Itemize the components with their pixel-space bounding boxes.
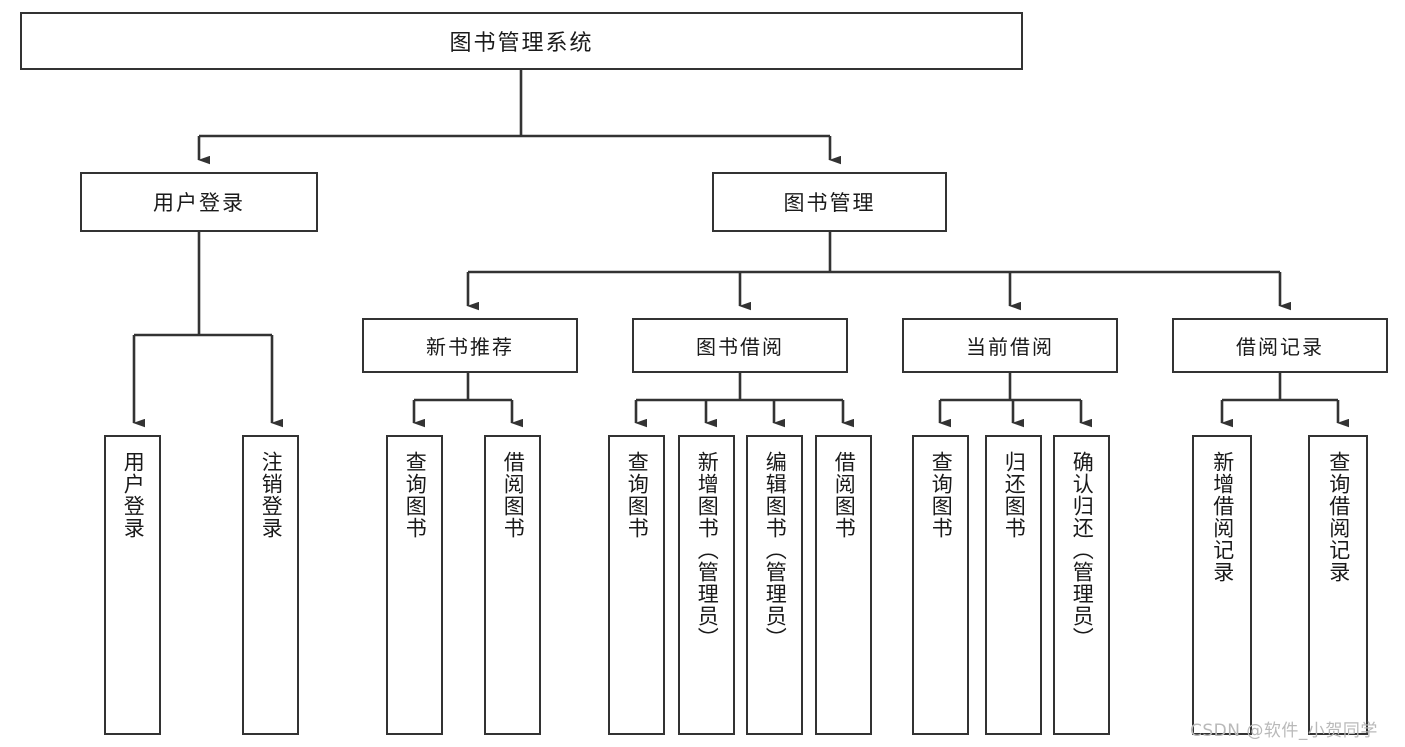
edges-userlogin-to-leaves <box>132 232 283 428</box>
node-user-login-label: 用户登录 <box>153 191 245 215</box>
node-leaf-borrow-book-1[interactable]: 借阅图书 <box>484 435 541 735</box>
node-leaf-user-logout[interactable]: 注销登录 <box>242 435 299 735</box>
node-new-book-recommend[interactable]: 新书推荐 <box>362 318 578 373</box>
node-leaf-query-book-1-label: 查询图书 <box>403 451 428 539</box>
node-user-login[interactable]: 用户登录 <box>80 172 318 232</box>
node-leaf-add-record[interactable]: 新增借阅记录 <box>1192 435 1252 735</box>
node-leaf-user-login-label: 用户登录 <box>121 451 146 539</box>
node-leaf-borrow-book-1-label: 借阅图书 <box>501 451 526 539</box>
node-current-borrow[interactable]: 当前借阅 <box>902 318 1118 373</box>
node-borrow-record[interactable]: 借阅记录 <box>1172 318 1388 373</box>
node-current-borrow-label: 当前借阅 <box>966 335 1054 359</box>
node-leaf-add-book[interactable]: 新增图书（管理员） <box>678 435 735 735</box>
node-leaf-confirm-return-label: 确认归还（管理员） <box>1070 451 1095 649</box>
node-root-label: 图书管理系统 <box>449 31 594 56</box>
node-leaf-query-book-2[interactable]: 查询图书 <box>608 435 665 735</box>
node-book-borrow[interactable]: 图书借阅 <box>632 318 848 373</box>
node-new-book-recommend-label: 新书推荐 <box>426 335 514 359</box>
node-leaf-add-book-label: 新增图书（管理员） <box>695 451 720 649</box>
edges-root-to-level2 <box>197 70 841 165</box>
node-leaf-user-login[interactable]: 用户登录 <box>104 435 161 735</box>
node-root[interactable]: 图书管理系统 <box>20 12 1023 70</box>
edges-bookmgmt-to-level3 <box>466 232 1291 311</box>
edges-currentborrow-to-leaves <box>938 373 1092 428</box>
node-book-borrow-label: 图书借阅 <box>696 335 784 359</box>
node-leaf-add-record-label: 新增借阅记录 <box>1210 451 1235 583</box>
node-leaf-edit-book-label: 编辑图书（管理员） <box>763 451 788 649</box>
node-leaf-return-book[interactable]: 归还图书 <box>985 435 1042 735</box>
node-leaf-query-book-3-label: 查询图书 <box>929 451 954 539</box>
edges-borrowrecord-to-leaves <box>1220 373 1349 428</box>
node-leaf-query-book-1[interactable]: 查询图书 <box>386 435 443 735</box>
node-leaf-confirm-return[interactable]: 确认归还（管理员） <box>1053 435 1110 735</box>
edges-bookborrow-to-leaves <box>634 373 854 428</box>
node-leaf-query-book-3[interactable]: 查询图书 <box>912 435 969 735</box>
node-book-management-label: 图书管理 <box>783 191 876 215</box>
edges-newbook-to-leaves <box>412 373 523 428</box>
node-leaf-borrow-book-2[interactable]: 借阅图书 <box>815 435 872 735</box>
node-leaf-query-record[interactable]: 查询借阅记录 <box>1308 435 1368 735</box>
node-leaf-edit-book[interactable]: 编辑图书（管理员） <box>746 435 803 735</box>
csdn-watermark: CSDN @软件_小贺同学 <box>1190 721 1378 741</box>
node-leaf-return-book-label: 归还图书 <box>1002 451 1027 539</box>
node-leaf-user-logout-label: 注销登录 <box>259 451 284 539</box>
node-borrow-record-label: 借阅记录 <box>1236 335 1324 359</box>
node-book-management[interactable]: 图书管理 <box>712 172 947 232</box>
node-leaf-query-record-label: 查询借阅记录 <box>1326 451 1351 583</box>
node-leaf-borrow-book-2-label: 借阅图书 <box>832 451 857 539</box>
node-leaf-query-book-2-label: 查询图书 <box>625 451 650 539</box>
